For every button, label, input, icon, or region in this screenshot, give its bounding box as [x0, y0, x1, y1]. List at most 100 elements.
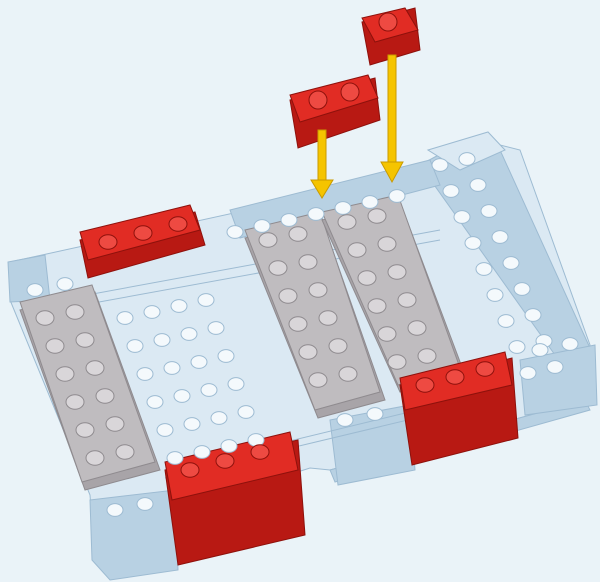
gray-plate-left-stud: [86, 361, 104, 375]
base-plate-stud: [532, 344, 548, 357]
gray-plate-center-left-stud: [269, 261, 287, 275]
base-plate-stud: [514, 283, 530, 296]
base-plate-stud: [254, 220, 270, 233]
gray-plate-center-left-stud: [319, 311, 337, 325]
base-plate-stud: [503, 257, 519, 270]
gray-plate-center-right-stud: [418, 349, 436, 363]
base-plate-stud: [509, 341, 525, 354]
gray-plate-center-right-stud: [368, 299, 386, 313]
base-plate-stud: [147, 396, 163, 409]
base-plate-stud: [27, 284, 43, 297]
base-plate-stud: [117, 312, 133, 325]
base-plate-stud: [57, 278, 73, 291]
base-plate-stud: [171, 300, 187, 313]
base-plate-stud: [218, 350, 234, 363]
base-plate-stud: [454, 211, 470, 224]
red-brick-front-right-stud: [416, 378, 434, 392]
red-brick-back-left-stud: [99, 235, 117, 249]
gray-plate-center-left-stud: [289, 317, 307, 331]
base-plate-stud: [201, 384, 217, 397]
base-plate-stud: [335, 202, 351, 215]
red-brick-back-left-stud: [134, 226, 152, 240]
base-plate-stud: [476, 263, 492, 276]
base-plate-stud: [164, 362, 180, 375]
gray-plate-left-stud: [56, 367, 74, 381]
base-plate-stud: [465, 237, 481, 250]
gray-plate-center-right-stud: [398, 293, 416, 307]
gray-plate-center-right-stud: [388, 265, 406, 279]
gray-plate-left-stud: [36, 311, 54, 325]
base-plate-stud: [194, 446, 210, 459]
red-brick-back-left-stud: [169, 217, 187, 231]
red-brick-front-right-stud: [446, 370, 464, 384]
base-plate-stud: [547, 361, 563, 374]
gray-plate-center-right-stud: [368, 209, 386, 223]
gray-plate-left-stud: [106, 417, 124, 431]
gray-plate-center-left-stud: [329, 339, 347, 353]
base-plate-stud: [174, 390, 190, 403]
base-plate-stud: [127, 340, 143, 353]
gray-plate-left-stud: [46, 339, 64, 353]
red-plate-falling-1x2: [290, 75, 380, 148]
base-plate-stud: [191, 356, 207, 369]
gray-plate-left-stud: [66, 395, 84, 409]
base-plate-stud: [154, 334, 170, 347]
gray-plate-center-left-stud: [309, 283, 327, 297]
gray-plate-left-stud: [76, 333, 94, 347]
base-plate-stud: [367, 408, 383, 421]
base-plate-stud: [443, 185, 459, 198]
gray-plate-center-left-stud: [339, 367, 357, 381]
base-plate-stud: [208, 322, 224, 335]
gray-plate-center-right-stud: [358, 271, 376, 285]
red-brick-front-left-stud: [216, 454, 234, 468]
red-brick-front-right-stud: [476, 362, 494, 376]
base-plate-stud: [281, 214, 297, 227]
base-plate-stud: [228, 378, 244, 391]
red-brick-front-left-stud: [251, 445, 269, 459]
base-plate-stud: [211, 412, 227, 425]
gray-plate-center-right-stud: [408, 321, 426, 335]
base-plate-stud: [459, 153, 475, 166]
base-plate-stud: [492, 231, 508, 244]
base-plate-stud: [308, 208, 324, 221]
base-plate-stud: [525, 309, 541, 322]
base-plate-stud: [107, 504, 123, 517]
gray-plate-center-right-stud: [348, 243, 366, 257]
gray-plate-left-stud: [96, 389, 114, 403]
base-plate-stud: [337, 414, 353, 427]
base-plate-stud: [137, 498, 153, 511]
arrow-down-right: [381, 55, 403, 182]
gray-plate-left-stud: [86, 451, 104, 465]
base-plate-stud: [167, 452, 183, 465]
gray-plate-center-right-stud: [338, 215, 356, 229]
gray-plate-center-left-stud: [299, 255, 317, 269]
red-brick-front-left-stud: [181, 463, 199, 477]
gray-plate-left-stud: [66, 305, 84, 319]
gray-plate-center-right-stud: [378, 327, 396, 341]
gray-plate-center-left-stud: [279, 289, 297, 303]
base-plate-stud: [221, 440, 237, 453]
gray-plate-center-left-stud: [299, 345, 317, 359]
base-plate-stud: [562, 338, 578, 351]
base-plate-stud: [198, 294, 214, 307]
base-plate-stud: [181, 328, 197, 341]
base-plate-stud: [362, 196, 378, 209]
gray-plate-center-left-stud: [309, 373, 327, 387]
base-plate-stud: [144, 306, 160, 319]
base-plate-stud: [470, 179, 486, 192]
gray-plate-left-stud: [116, 445, 134, 459]
gray-plate-center-left-stud: [289, 227, 307, 241]
base-plate-stud: [184, 418, 200, 431]
base-plate-stud: [432, 159, 448, 172]
base-plate-stud: [389, 190, 405, 203]
base-plate-stud: [481, 205, 497, 218]
base-plate-stud: [238, 406, 254, 419]
base-plate-stud: [137, 368, 153, 381]
base-plate-stud: [157, 424, 173, 437]
base-plate-stud: [520, 367, 536, 380]
base-plate-stud: [227, 226, 243, 239]
gray-plate-center-right-stud: [378, 237, 396, 251]
gray-plate-center-right-stud: [388, 355, 406, 369]
base-plate-stud: [498, 315, 514, 328]
